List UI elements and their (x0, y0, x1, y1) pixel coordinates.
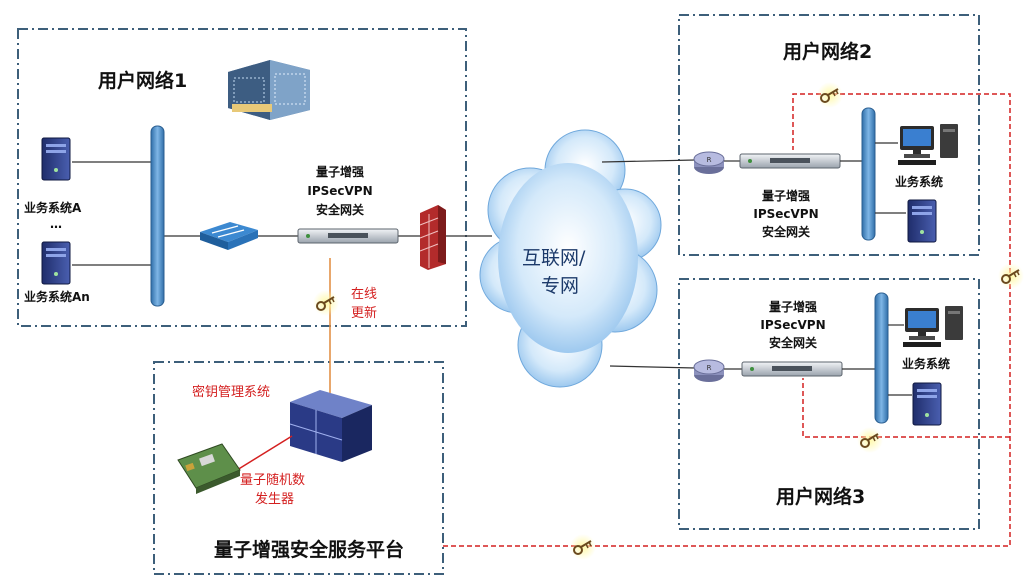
online-update-label-1: 在线 (351, 287, 377, 302)
user-network-3-title: 用户网络3 (776, 485, 865, 508)
gateway-net3-line2: IPSecVPN (760, 318, 825, 332)
gateway-net1-line1: 量子增强 (316, 164, 364, 179)
sys-ellipsis: … (50, 217, 62, 231)
platform-frame (153, 361, 444, 575)
sys-a-label: 业务系统A (24, 200, 82, 215)
key-icon-net2-link (816, 81, 844, 109)
gateway-net3-line1: 量子增强 (769, 299, 817, 314)
gateway-net2-line1: 量子增强 (762, 188, 810, 203)
pc-icon-net2 (898, 124, 958, 165)
link-qrng-kms (236, 435, 293, 471)
server-icon-net2 (907, 199, 937, 243)
user-network-3-frame (678, 278, 980, 530)
gateway-net2-line3: 安全网关 (762, 224, 810, 239)
router-icon-net2 (693, 151, 725, 175)
online-update-label-2: 更新 (351, 305, 377, 321)
link-cloud-router-net2 (601, 159, 696, 163)
key-icon-net3-link (856, 426, 884, 454)
key-icon-online-update (312, 289, 340, 317)
user-network-1-frame (17, 28, 467, 327)
key-distribution-link-net3 (802, 378, 1010, 438)
user-network-2-title: 用户网络2 (783, 40, 872, 63)
user-network-2-frame (678, 14, 980, 256)
router-icon-net3 (693, 359, 725, 383)
qrng-board-icon (177, 443, 241, 494)
key-management-server-icon (289, 390, 372, 462)
sys-net2-label: 业务系统 (895, 174, 943, 189)
gateway-net3-line3: 安全网关 (769, 335, 817, 350)
switch-icon (200, 222, 258, 250)
key-icon-right-link (997, 262, 1025, 290)
gateway-icon-net2 (739, 153, 841, 169)
qrng-label-2: 发生器 (255, 491, 294, 507)
network-bus-1 (150, 125, 165, 307)
pc-icon-net3 (903, 306, 963, 347)
server-icon-net3 (912, 382, 942, 426)
network-bus-2 (861, 107, 876, 241)
cloud-label-line2: 专网 (541, 275, 579, 297)
platform-title: 量子增强安全服务平台 (214, 538, 404, 561)
building-icon (228, 60, 310, 120)
network-bus-3 (874, 292, 889, 424)
user-network-1-title: 用户网络1 (98, 69, 187, 92)
gateway-net2-line2: IPSecVPN (753, 207, 818, 221)
kms-label: 密钥管理系统 (192, 384, 270, 400)
gateway-icon-net3 (741, 361, 843, 377)
gateway-icon-net1 (297, 228, 399, 244)
firewall-icon (419, 205, 446, 270)
server-icon-sys-an (41, 241, 71, 285)
cloud-label-line1: 互联网/ (522, 247, 586, 269)
qrng-label-1: 量子随机数 (240, 473, 305, 488)
sys-net3-label: 业务系统 (902, 356, 950, 371)
gateway-net1-line2: IPSecVPN (307, 184, 372, 198)
gateway-net1-line3: 安全网关 (316, 202, 364, 217)
cloud-icon (479, 129, 662, 388)
key-distribution-link-net2 (443, 93, 1011, 547)
server-icon-sys-a (41, 137, 71, 181)
key-icon-platform-link (569, 533, 597, 561)
link-cloud-router-net3 (609, 365, 696, 369)
sys-an-label: 业务系统An (24, 289, 90, 304)
